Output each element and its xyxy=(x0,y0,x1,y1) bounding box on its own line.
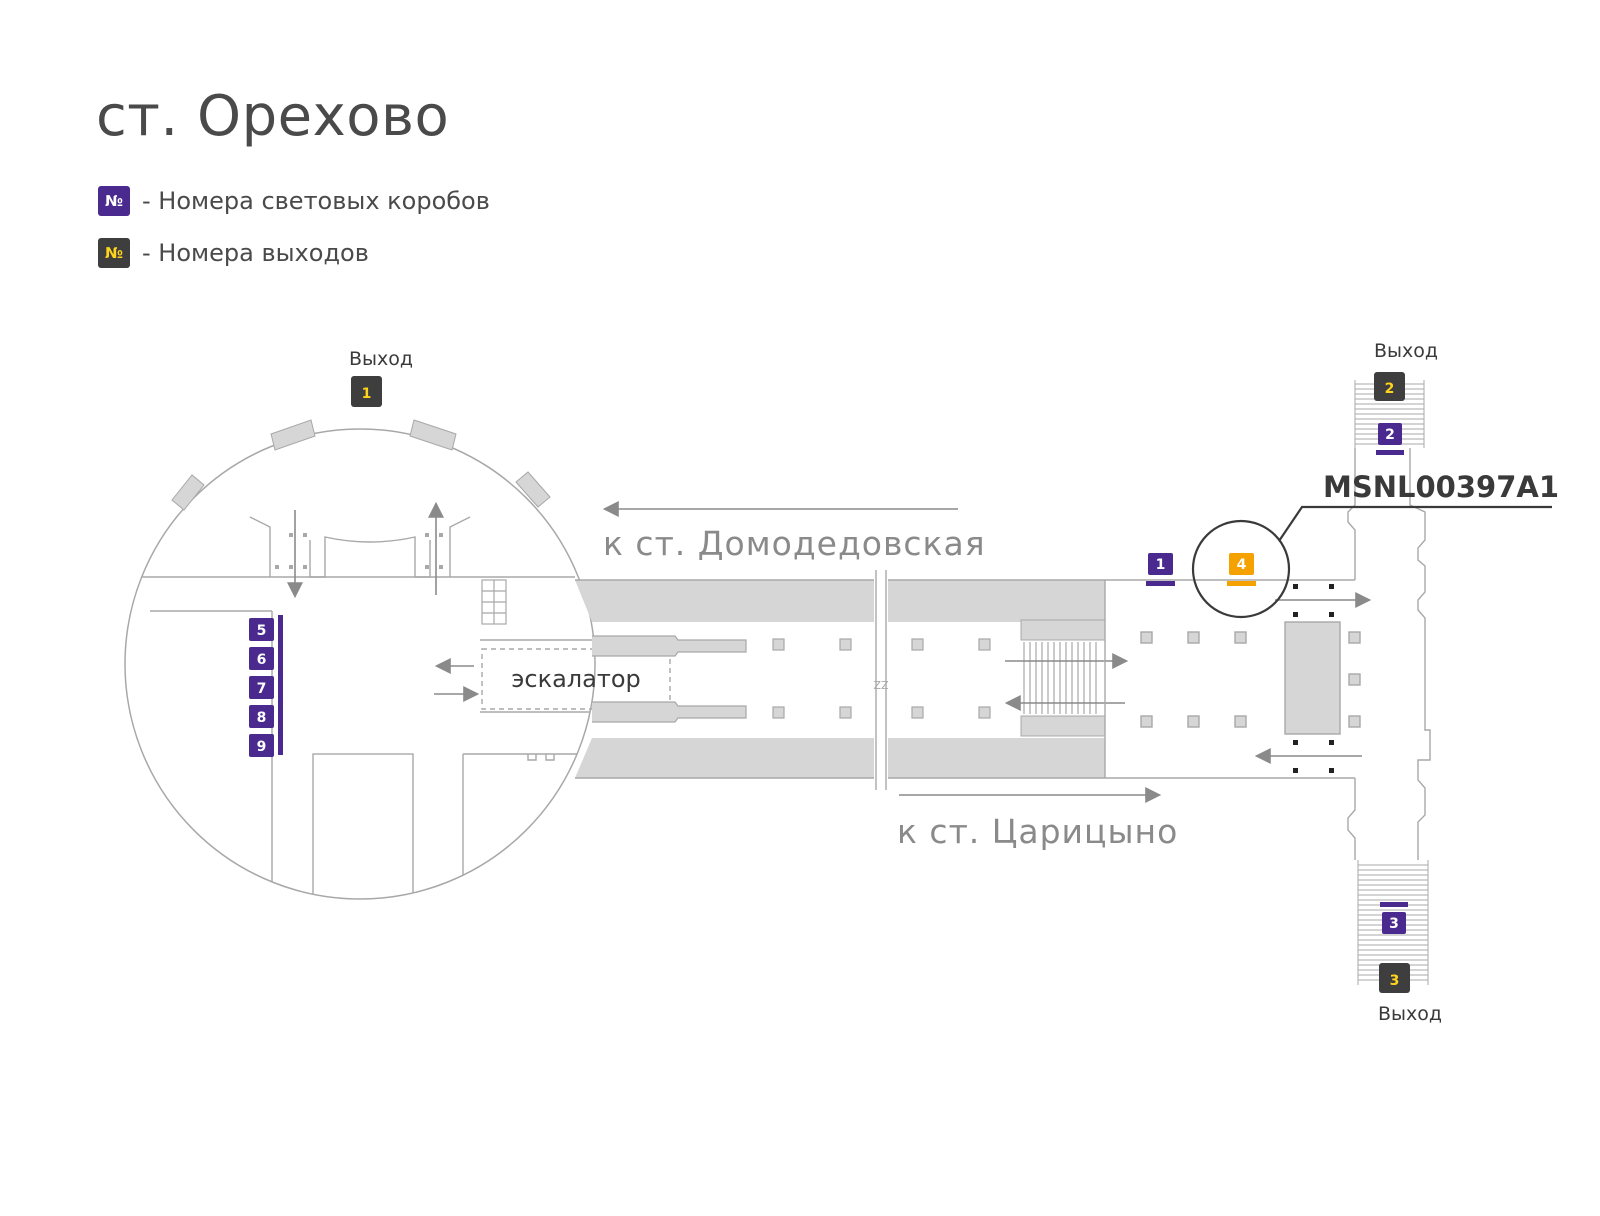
lightbox-group-vestibule: 5 6 7 8 9 xyxy=(249,615,283,757)
exit-3[interactable]: 3 Выход xyxy=(1378,963,1442,1025)
svg-text:5: 5 xyxy=(257,623,267,639)
lightbox-8[interactable]: 8 xyxy=(249,705,274,728)
lightbox-2[interactable]: 2 xyxy=(1376,423,1404,455)
svg-text:9: 9 xyxy=(257,739,267,755)
highlighted-lightbox-number: 4 xyxy=(1237,557,1247,573)
direction-tsaritsyno-label: к ст. Царицыно xyxy=(897,812,1178,851)
lightbox-6[interactable]: 6 xyxy=(249,647,274,670)
legend-lightbox-swatch: № xyxy=(98,186,130,216)
direction-domodedovskaya-label: к ст. Домодедовская xyxy=(603,524,986,563)
svg-text:6: 6 xyxy=(257,652,267,668)
exit-3-number: 3 xyxy=(1390,973,1400,989)
turnstile-dots xyxy=(1293,584,1334,773)
lightbox-7[interactable]: 7 xyxy=(249,676,274,699)
legend-exit-swatch: № xyxy=(98,238,130,268)
direction-tsaritsyno: к ст. Царицыно xyxy=(897,787,1178,851)
svg-text:1: 1 xyxy=(1156,557,1166,573)
highlighted-lightbox-4[interactable]: 4 MSNL00397A1 xyxy=(1191,470,1559,619)
exit-2-label: Выход xyxy=(1374,340,1438,362)
platform-passage: ZZ xyxy=(575,570,1129,790)
lightbox-3[interactable]: 3 xyxy=(1380,902,1408,934)
exit-2[interactable]: Выход 2 xyxy=(1374,340,1438,401)
exit-1-number: 1 xyxy=(362,386,372,402)
exit-3-label: Выход xyxy=(1378,1003,1442,1025)
lightbox-5[interactable]: 5 xyxy=(249,618,274,641)
exit-1-label: Выход xyxy=(349,348,413,370)
station-title: ст. Орехово xyxy=(96,84,450,149)
exit-1[interactable]: Выход 1 xyxy=(349,348,413,407)
right-hall xyxy=(1104,448,1431,860)
svg-text:2: 2 xyxy=(1385,427,1395,443)
legend-lightbox-text: - Номера световых коробов xyxy=(142,187,490,215)
escalator-label: эскалатор xyxy=(511,665,641,693)
legend-exit-text: - Номера выходов xyxy=(142,239,369,267)
direction-domodedovskaya: к ст. Домодедовская xyxy=(602,501,986,563)
lightbox-9[interactable]: 9 xyxy=(249,734,274,757)
legend-exits: № - Номера выходов xyxy=(98,238,369,268)
lightbox-1[interactable]: 1 xyxy=(1146,553,1175,586)
legend-lightboxes: № - Номера световых коробов xyxy=(98,186,490,216)
svg-text:8: 8 xyxy=(257,710,267,726)
vestibule-zoom-circle: эскалатор 5 6 7 8 xyxy=(124,419,671,900)
highlighted-lightbox-code: MSNL00397A1 xyxy=(1323,470,1559,504)
svg-text:3: 3 xyxy=(1389,916,1399,932)
svg-text:ZZ: ZZ xyxy=(873,679,889,692)
exit-2-number: 2 xyxy=(1385,381,1395,397)
svg-text:7: 7 xyxy=(257,681,267,697)
